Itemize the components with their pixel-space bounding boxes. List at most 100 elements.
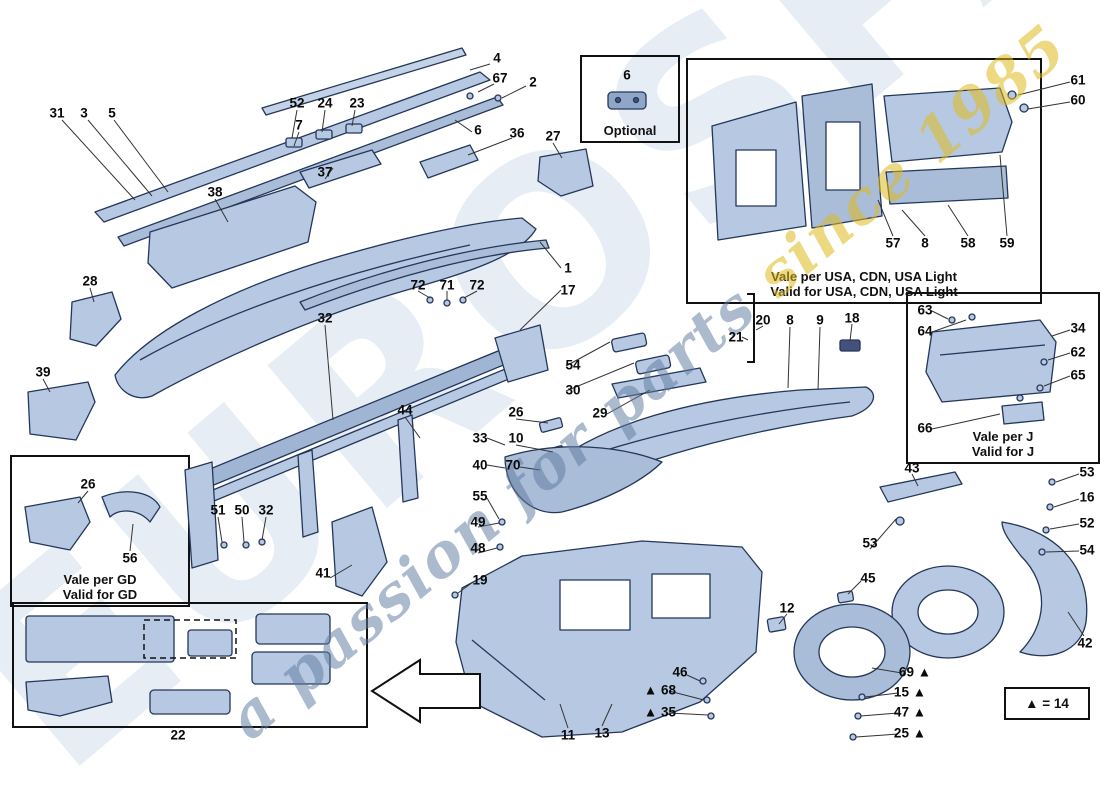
- part-label-64: 64: [917, 323, 933, 339]
- part-label-22: 22: [170, 727, 186, 743]
- part-label-9: 9: [816, 312, 824, 328]
- part-label-17: 17: [560, 282, 576, 298]
- part-label-51: 51: [210, 502, 226, 518]
- part-label-38: 38: [207, 184, 223, 200]
- part-label-28: 28: [82, 273, 98, 289]
- part-label-69: 69 ▲: [898, 664, 932, 680]
- part-label-26: 26: [508, 404, 524, 420]
- part-label-72: 72: [469, 277, 485, 293]
- part-label-30: 30: [565, 382, 581, 398]
- part-label-12: 12: [779, 600, 795, 616]
- part-label-54: 54: [1079, 542, 1095, 558]
- part-label-60: 60: [1070, 92, 1086, 108]
- leader-lines: [42, 63, 1085, 738]
- part-label-42: 42: [1077, 635, 1093, 651]
- part-label-45: 45: [860, 570, 876, 586]
- part-label-50: 50: [234, 502, 250, 518]
- part-label-39: 39: [35, 364, 51, 380]
- j-caption: Vale per J Valid for J: [908, 429, 1098, 459]
- part-label-55: 55: [472, 488, 488, 504]
- part-label-53: 53: [862, 535, 878, 551]
- part-label-11: 11: [560, 727, 576, 743]
- part-label-52: 52: [289, 95, 305, 111]
- part-label-33: 33: [472, 430, 488, 446]
- part-label-4: 4: [493, 50, 501, 66]
- j-callout-box: Vale per J Valid for J: [906, 292, 1100, 464]
- part-label-21: 21: [728, 329, 744, 345]
- dashed-outline: [143, 619, 237, 659]
- part-label-15: 15 ▲: [893, 684, 927, 700]
- part-label-25: 25 ▲: [893, 725, 927, 741]
- part-label-67: 67: [492, 70, 508, 86]
- part-label-46: 46: [672, 664, 688, 680]
- group-bracket: [747, 293, 755, 363]
- usa-callout-box: Vale per USA, CDN, USA Light Valid for U…: [686, 58, 1042, 304]
- part-label-70: 70: [505, 457, 521, 473]
- legend-text: ▲ = 14: [1025, 696, 1069, 711]
- part-label-26: 26: [80, 476, 96, 492]
- part-label-68: ▲ 68: [643, 682, 677, 698]
- part-label-27: 27: [545, 128, 561, 144]
- part-label-1: 1: [564, 260, 572, 276]
- part-label-5: 5: [108, 105, 116, 121]
- part-label-31: 31: [49, 105, 65, 121]
- part-label-54: 54: [565, 357, 581, 373]
- gd-caption-line1: Vale per GD: [63, 572, 137, 587]
- usa-caption-line2: Valid for USA, CDN, USA Light: [770, 284, 958, 299]
- part-label-10: 10: [508, 430, 524, 446]
- part-label-23: 23: [349, 95, 365, 111]
- usa-caption-line1: Vale per USA, CDN, USA Light: [771, 269, 957, 284]
- part-label-56: 56: [122, 550, 138, 566]
- part-label-8: 8: [786, 312, 794, 328]
- part-label-49: 49: [470, 514, 486, 530]
- part-label-24: 24: [317, 95, 333, 111]
- direction-arrow-icon: [370, 658, 481, 724]
- part-label-3: 3: [80, 105, 88, 121]
- part-label-66: 66: [917, 420, 933, 436]
- part-label-52: 52: [1079, 515, 1095, 531]
- part-label-18: 18: [844, 310, 860, 326]
- part-label-57: 57: [885, 235, 901, 251]
- part-label-48: 48: [470, 540, 486, 556]
- part-label-6: 6: [474, 122, 482, 138]
- part-label-2: 2: [529, 74, 537, 90]
- part-label-29: 29: [592, 405, 608, 421]
- part-label-8: 8: [921, 235, 929, 251]
- gd-caption-line2: Valid for GD: [62, 587, 138, 602]
- part-label-20: 20: [755, 312, 771, 328]
- part-label-35: ▲ 35: [643, 704, 677, 720]
- part-label-62: 62: [1070, 344, 1086, 360]
- part-label-37: 37: [317, 164, 333, 180]
- part-label-36: 36: [509, 125, 525, 141]
- optional-callout-box: Optional: [580, 55, 680, 143]
- part-label-41: 41: [315, 565, 331, 581]
- part-label-32: 32: [317, 310, 333, 326]
- part-label-63: 63: [917, 302, 933, 318]
- part-label-7: 7: [295, 117, 303, 133]
- part-label-19: 19: [472, 572, 488, 588]
- part-label-13: 13: [594, 725, 610, 741]
- j-caption-line1: Vale per J: [972, 429, 1034, 444]
- part-label-44: 44: [397, 402, 413, 418]
- part-label-58: 58: [960, 235, 976, 251]
- triangle-quantity-legend: ▲ = 14: [1004, 687, 1090, 720]
- part-label-53: 53: [1079, 464, 1095, 480]
- artwork-parts: [24, 47, 1088, 741]
- part-label-16: 16: [1079, 489, 1095, 505]
- usa-caption: Vale per USA, CDN, USA Light Valid for U…: [688, 269, 1040, 299]
- part-label-59: 59: [999, 235, 1015, 251]
- part-label-47: 47 ▲: [893, 704, 927, 720]
- part-label-6: 6: [623, 67, 631, 83]
- part-label-40: 40: [472, 457, 488, 473]
- part-label-43: 43: [904, 460, 920, 476]
- part-label-61: 61: [1070, 72, 1086, 88]
- part-label-32: 32: [258, 502, 274, 518]
- part-label-65: 65: [1070, 367, 1086, 383]
- j-caption-line2: Valid for J: [971, 444, 1035, 459]
- part-label-71: 71: [439, 277, 455, 293]
- insulation-group-box: [12, 602, 368, 728]
- gd-caption: Vale per GD Valid for GD: [12, 572, 188, 602]
- part-label-34: 34: [1070, 320, 1086, 336]
